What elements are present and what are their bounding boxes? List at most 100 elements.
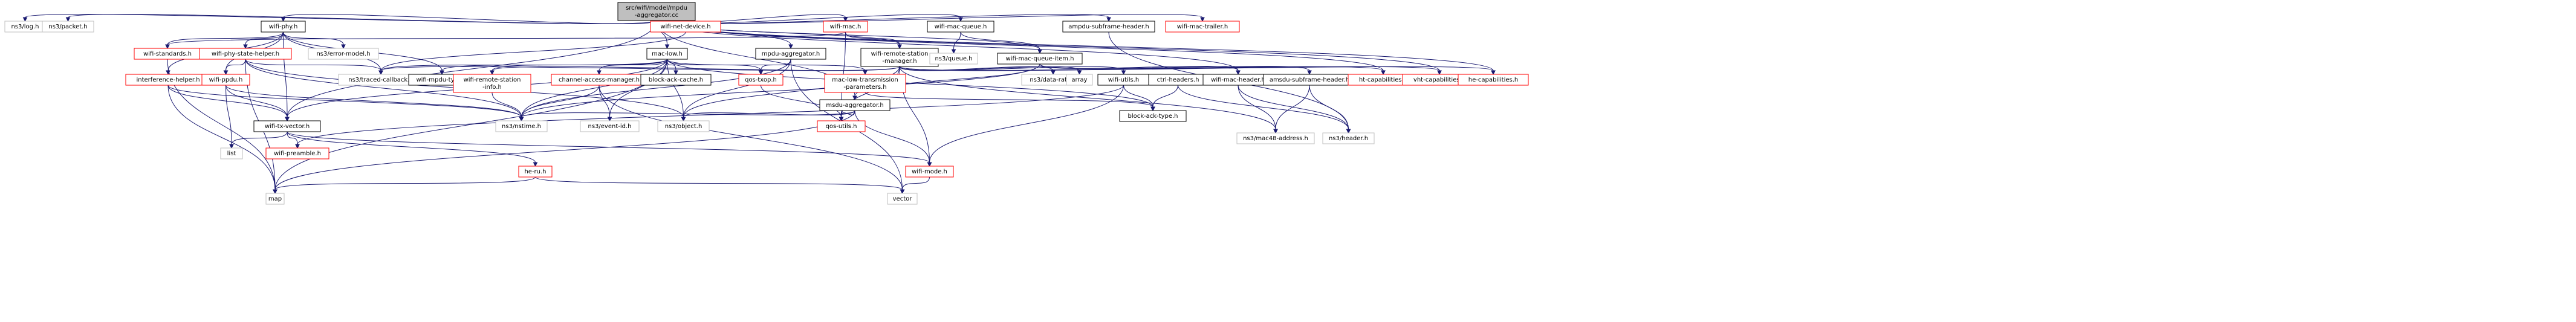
node-wifiremotestationinfo[interactable]: wifi-remote-station-info.h xyxy=(453,74,531,93)
node-label: vector xyxy=(893,196,913,202)
node-ns3queue: ns3/queue.h xyxy=(929,53,978,65)
edge-line xyxy=(287,131,536,163)
edge-line xyxy=(960,31,1040,50)
node-wifimac[interactable]: wifi-mac.h xyxy=(823,21,868,33)
edge-wifiremotestationmanager-to-wifiutils xyxy=(899,66,1126,76)
node-label: -manager.h xyxy=(882,58,917,65)
edge-arrowhead xyxy=(1236,70,1241,76)
edge-line xyxy=(599,59,667,71)
node-mpduaggregator[interactable]: mpdu-aggregator.h xyxy=(755,48,826,60)
edge-arrowhead xyxy=(681,117,686,122)
node-heru[interactable]: he-ru.h xyxy=(518,166,553,178)
edge-line xyxy=(68,14,657,24)
node-wifitxvector[interactable]: wifi-tx-vector.h xyxy=(253,120,321,132)
node-hecapabilities[interactable]: he-capabilities.h xyxy=(1458,74,1529,86)
node-wifimacqueueitem[interactable]: wifi-mac-queue-item.h xyxy=(997,53,1083,65)
node-wifimacheader[interactable]: wifi-mac-header.h xyxy=(1202,74,1274,86)
node-wifippdu[interactable]: wifi-ppdu.h xyxy=(201,74,250,86)
edge-arrowhead xyxy=(900,189,905,195)
node-wifistandards[interactable]: wifi-standards.h xyxy=(134,48,201,60)
edge-wifimacqueueitem-to-wifimacheader xyxy=(1039,63,1241,76)
node-array: array xyxy=(1066,74,1093,86)
edge-arrowhead xyxy=(758,70,764,76)
node-label: wifi-preamble.h xyxy=(274,150,321,157)
node-maclow[interactable]: mac-low.h xyxy=(646,48,688,60)
edge-arrowhead xyxy=(229,144,234,149)
node-qostxop[interactable]: qos-txop.h xyxy=(738,74,784,86)
edge-msduaggregator-to-ns3object xyxy=(681,110,855,122)
node-box xyxy=(755,48,826,60)
edge-arrowhead xyxy=(281,17,286,22)
edge-arrowhead xyxy=(285,117,290,122)
edge-msduaggregator-to-map xyxy=(273,110,855,195)
edge-amsdusubframeheader-to-ns3mac48address xyxy=(1273,85,1310,134)
edge-layer xyxy=(22,14,1496,195)
edge-arrowhead xyxy=(341,44,346,50)
node-wifinetdevice[interactable]: wifi-net-device.h xyxy=(650,21,721,33)
node-wifipreamble[interactable]: wifi-preamble.h xyxy=(265,147,329,159)
node-label: ns3/object.h xyxy=(665,123,702,130)
edge-line xyxy=(1238,85,1349,130)
node-ampdusubframeheader[interactable]: ampdu-subframe-header.h xyxy=(1062,21,1155,33)
edge-root-to-wifiphy xyxy=(281,14,657,24)
edge-line xyxy=(231,131,288,145)
edge-wifippdu-to-list xyxy=(225,85,234,149)
node-wifimode[interactable]: wifi-mode.h xyxy=(905,166,954,178)
node-box xyxy=(308,48,379,60)
edge-heru-to-map xyxy=(273,176,536,195)
edge-wifiphystatehelper-to-wifippdu xyxy=(223,59,246,76)
node-maclowtransmission[interactable]: mac-low-transmission-parameters.h xyxy=(824,74,906,93)
edge-line xyxy=(1309,85,1349,130)
edge-arrowhead xyxy=(1051,70,1056,76)
node-msduaggregator[interactable]: msdu-aggregator.h xyxy=(819,99,891,111)
node-blockackcache[interactable]: block-ack-cache.h xyxy=(640,74,712,86)
node-label: src/wifi/model/mpdu xyxy=(626,5,687,11)
edge-line xyxy=(167,85,522,118)
edge-wifimacqueue-to-wifimacqueueitem xyxy=(960,31,1042,54)
node-box xyxy=(1458,74,1529,86)
node-box xyxy=(640,74,712,86)
node-amsdusubframeheader[interactable]: amsdu-subframe-header.h xyxy=(1263,74,1356,86)
edge-arrowhead xyxy=(664,44,670,50)
node-label: mpdu-aggregator.h xyxy=(762,51,820,57)
node-label: ns3/queue.h xyxy=(935,56,972,62)
edge-line xyxy=(283,31,288,118)
edge-line xyxy=(667,59,761,71)
node-ctrlheaders[interactable]: ctrl-headers.h xyxy=(1148,74,1208,86)
node-wifiphy[interactable]: wifi-phy.h xyxy=(261,21,306,33)
node-wifimacqueue[interactable]: wifi-mac-queue.h xyxy=(927,21,994,33)
node-root[interactable]: src/wifi/model/mpdu-aggregator.cc xyxy=(617,2,696,21)
node-label: wifi-mac-queue-item.h xyxy=(1006,56,1074,62)
edge-line xyxy=(225,85,522,118)
edge-line xyxy=(274,176,536,190)
node-vector: vector xyxy=(887,193,918,205)
edge-line xyxy=(225,85,232,145)
node-channelaccessmanager[interactable]: channel-access-manager.h xyxy=(551,74,647,86)
node-box xyxy=(997,53,1083,65)
node-qosutils[interactable]: qos-utils.h xyxy=(817,120,866,132)
edge-line xyxy=(225,59,246,71)
node-box xyxy=(518,166,553,178)
node-wifimactrailer[interactable]: wifi-mac-trailer.h xyxy=(1165,21,1240,33)
edge-line xyxy=(1238,85,1276,130)
edge-line xyxy=(167,85,276,190)
edge-wifimacqueue-to-ns3queue xyxy=(951,31,961,54)
node-label: he-ru.h xyxy=(524,169,546,175)
edge-amsdusubframeheader-to-ns3header xyxy=(1309,85,1351,134)
node-wifiutils[interactable]: wifi-utils.h xyxy=(1097,74,1150,86)
edge-arrowhead xyxy=(243,44,248,50)
edge-line xyxy=(1152,85,1178,108)
node-box xyxy=(1119,110,1187,122)
node-wifiphystatehelper[interactable]: wifi-phy-state-helper.h xyxy=(199,48,292,60)
node-box xyxy=(1322,132,1375,144)
edge-wifiremotestationmanager-to-ns3tracedcallback xyxy=(378,66,900,76)
edge-arrowhead xyxy=(440,70,444,76)
node-wifiremotestationmanager[interactable]: wifi-remote-station-manager.h xyxy=(860,48,939,67)
node-interferencehelper[interactable]: interference-helper.h xyxy=(125,74,211,86)
edge-line xyxy=(845,31,900,45)
node-box xyxy=(580,120,640,132)
node-blockacktype[interactable]: block-ack-type.h xyxy=(1119,110,1187,122)
edge-wifitxvector-to-heru xyxy=(287,131,538,167)
node-label: ns3/data-rate.h xyxy=(1030,77,1076,83)
node-box xyxy=(1066,74,1093,86)
